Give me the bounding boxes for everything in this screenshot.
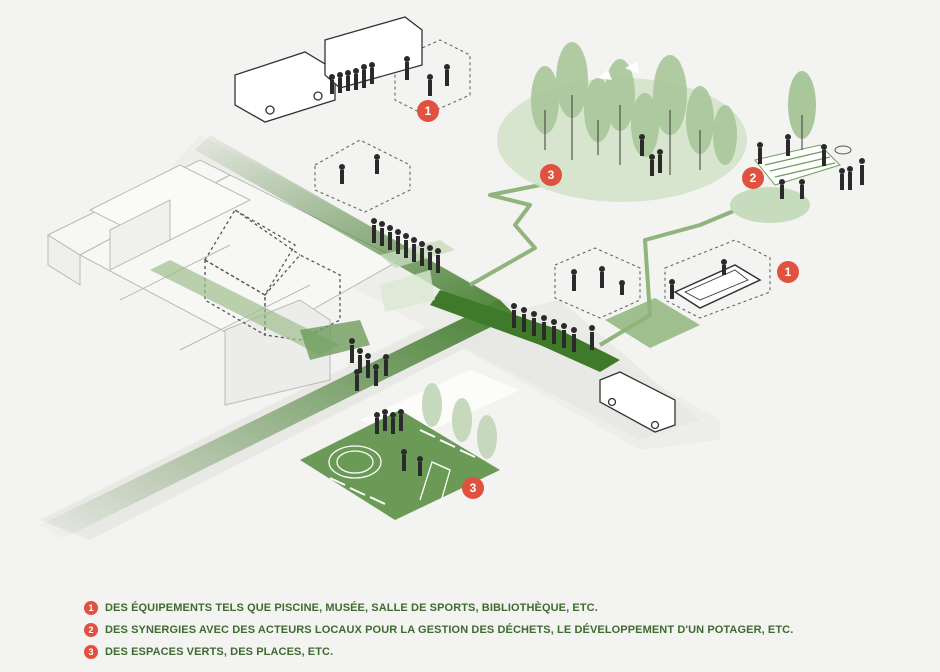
marker-3-plaza: 3 [462, 477, 484, 499]
bus-bottom [599, 371, 676, 433]
green-plaza [300, 383, 500, 520]
legend: 1 DES ÉQUIPEMENTS TELS QUE PISCINE, MUSÉ… [84, 600, 793, 659]
svg-text:1: 1 [425, 104, 432, 118]
bus-top [234, 16, 423, 123]
pool [673, 264, 762, 309]
marker-1-top: 1 [417, 100, 439, 122]
pool-patio [605, 298, 700, 348]
legend-item-synergies: 2 DES SYNERGIES AVEC DES ACTEURS LOCAUX … [84, 622, 793, 637]
svg-text:2: 2 [750, 171, 757, 185]
svg-text:1: 1 [785, 265, 792, 279]
svg-text:3: 3 [470, 481, 477, 495]
marker-3-forest: 3 [540, 164, 562, 186]
legend-item-espaces-verts: 3 DES ESPACES VERTS, DES PLACES, ETC. [84, 644, 793, 659]
legend-text: DES ÉQUIPEMENTS TELS QUE PISCINE, MUSÉE,… [105, 601, 598, 614]
forest-area [497, 42, 747, 202]
vegetable-garden [730, 71, 852, 223]
marker-1-pool: 1 [777, 261, 799, 283]
isometric-diagram: 1 3 2 1 3 [40, 16, 865, 540]
svg-text:3: 3 [548, 168, 555, 182]
existing-building [46, 159, 402, 406]
legend-number-badge: 2 [84, 622, 98, 637]
legend-number-badge: 3 [84, 644, 98, 659]
legend-text: DES ESPACES VERTS, DES PLACES, ETC. [105, 645, 334, 658]
legend-text: DES SYNERGIES AVEC DES ACTEURS LOCAUX PO… [105, 623, 794, 636]
legend-item-equipements: 1 DES ÉQUIPEMENTS TELS QUE PISCINE, MUSÉ… [84, 600, 793, 615]
legend-number-badge: 1 [84, 600, 98, 615]
people-groups [329, 56, 865, 476]
marker-2-garden: 2 [742, 167, 764, 189]
facility-boxes [314, 39, 771, 319]
